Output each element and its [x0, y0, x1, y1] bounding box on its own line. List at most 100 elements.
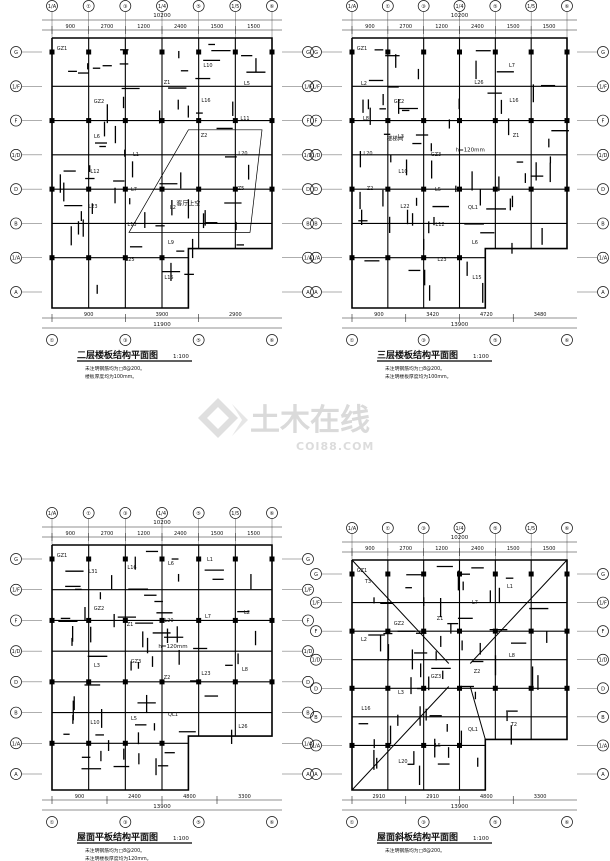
- column-mark: [232, 49, 238, 55]
- beam-label: L5: [435, 187, 441, 193]
- top-dim-label: 1200: [137, 24, 150, 30]
- grid-bubble: [310, 114, 322, 127]
- column-mark: [159, 556, 165, 562]
- grid-bubble: [310, 625, 322, 637]
- column-mark: [492, 571, 498, 577]
- beam-label: Z1: [164, 80, 171, 86]
- watermark-url: COI88.COM: [296, 440, 374, 453]
- bottom-total-dim: 13900: [451, 322, 469, 328]
- grid-bubble: [597, 286, 609, 298]
- grid-bubble: [381, 0, 394, 12]
- top-dim-label: 2400: [471, 546, 484, 552]
- top-dim-label: 2700: [399, 24, 412, 30]
- grid-top-label: ⑤: [493, 4, 497, 10]
- slab-thickness: h=120mm: [158, 644, 187, 650]
- grid-bubble: [82, 507, 95, 519]
- column-mark: [86, 118, 92, 124]
- column-mark: [86, 255, 92, 261]
- column-mark: [457, 571, 462, 577]
- beam-label: L7: [131, 187, 137, 193]
- column-mark: [159, 255, 165, 261]
- grid-left-label: 1/A: [312, 256, 321, 262]
- grid-bubble: [597, 711, 609, 723]
- beam-label: Z5: [238, 186, 245, 192]
- column-mark: [349, 186, 355, 192]
- grid-bubble: [346, 334, 358, 346]
- grid-left-label: 1/D: [12, 153, 21, 159]
- grid-bubble: [302, 706, 314, 719]
- grid-bubble: [346, 0, 358, 12]
- grid-right-label: 1/F: [599, 601, 607, 607]
- grid-bubble: [417, 0, 430, 12]
- beam-label: L23: [437, 257, 446, 263]
- grid-bubble: [525, 0, 538, 12]
- grid-top-label: ③: [421, 4, 425, 10]
- grid-right-label: G: [601, 572, 605, 578]
- grid-right-label: D: [306, 187, 310, 193]
- grid-bubble: [310, 739, 322, 752]
- column-mark: [421, 742, 427, 748]
- grid-left-label: D: [314, 187, 318, 193]
- column-mark: [457, 255, 462, 261]
- grid-bubble: [489, 334, 502, 346]
- column-mark: [564, 571, 570, 577]
- plan-scale: 1:100: [473, 354, 489, 360]
- grid-bubble: [597, 768, 609, 780]
- grid-left-label: B: [314, 221, 318, 227]
- column-mark: [492, 685, 498, 691]
- grid-left-label: 1/F: [312, 84, 320, 90]
- grid-bubble: [302, 251, 314, 264]
- plan-title: 屋面斜板结构平面图: [377, 831, 458, 843]
- beam-label: L6: [94, 134, 100, 140]
- beam-label: L7: [472, 600, 478, 606]
- plan-title: 三层楼板结构平面图: [377, 349, 458, 361]
- grid-bubble: [310, 596, 322, 609]
- column-mark: [269, 679, 275, 685]
- beam-label: L5: [435, 743, 441, 749]
- grid-bottom-label: ⑤: [196, 820, 200, 826]
- beam-label: L2: [170, 205, 176, 211]
- column-mark: [122, 679, 128, 685]
- grid-bubble: [310, 682, 322, 695]
- grid-left-label: 1/F: [12, 588, 20, 594]
- column-mark: [421, 118, 427, 124]
- bottom-dim-label: 4800: [480, 794, 493, 800]
- grid-top-label: 1/4: [455, 526, 463, 532]
- bottom-dim-label: 3300: [534, 794, 547, 800]
- grid-bubble: [346, 816, 358, 828]
- grid-bubble: [310, 286, 322, 298]
- bottom-dim-label: 2910: [373, 794, 386, 800]
- beam-label: L23: [88, 204, 97, 210]
- beam-label: L10: [203, 63, 212, 69]
- column-mark: [457, 118, 462, 124]
- beam-label: L16: [127, 565, 136, 571]
- beam-label: L13: [127, 222, 136, 228]
- watermark: 土木在线 COI88.COM: [198, 398, 374, 453]
- grid-right-label: 1/A: [304, 256, 313, 262]
- column-mark: [122, 617, 128, 623]
- grid-left-label: G: [14, 50, 18, 56]
- grid-bottom-label: ①: [50, 820, 55, 826]
- column-mark: [232, 186, 238, 192]
- beam-label: L5: [131, 716, 137, 722]
- grid-bubble: [302, 676, 314, 688]
- top-dim-label: 1500: [247, 531, 260, 537]
- building-outline: [51, 544, 273, 791]
- grid-left-label: 1/D: [312, 153, 321, 159]
- top-dim-label: 2400: [174, 531, 187, 537]
- bottom-dim-label: 2900: [229, 312, 242, 318]
- grid-bubble: [119, 334, 132, 346]
- column-mark: [421, 571, 427, 577]
- total-width-dim: 10200: [451, 13, 469, 19]
- grid-bubble: [417, 334, 430, 346]
- column-mark: [122, 255, 128, 261]
- building-outline: [351, 37, 568, 309]
- grid-right-label: A: [601, 772, 605, 778]
- slope-line: [351, 686, 450, 791]
- column-mark: [492, 186, 498, 192]
- column-mark: [385, 255, 391, 261]
- grid-right-label: 1/A: [599, 743, 608, 749]
- total-width-dim: 10200: [153, 13, 171, 19]
- beam-label: L1: [133, 152, 139, 158]
